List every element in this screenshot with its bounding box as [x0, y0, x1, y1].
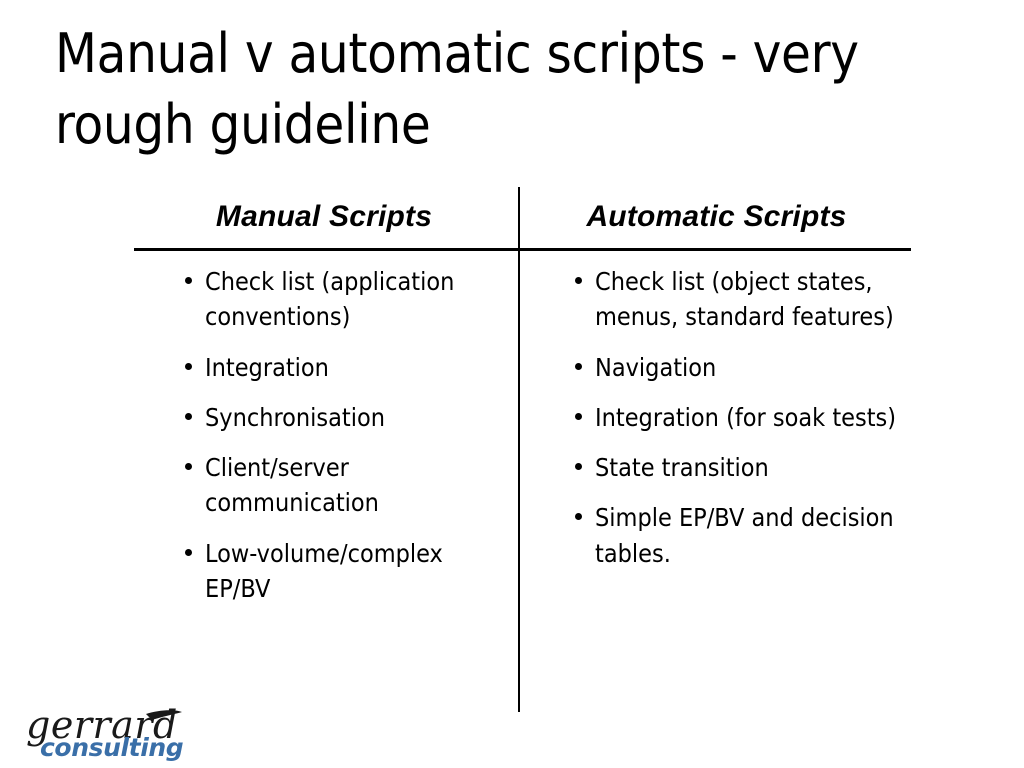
column-header-manual: Manual Scripts [215, 200, 433, 233]
list-item: Low-volume/complex EP/BV [183, 536, 503, 607]
list-item-label: Client/server communication [205, 453, 379, 518]
list-item-label: Simple EP/BV and decision tables. [595, 503, 894, 568]
bullet-dot-icon [575, 463, 582, 470]
bullet-dot-icon [575, 277, 582, 284]
list-item-label: Check list (object states, menus, standa… [595, 267, 894, 332]
bullet-dot-icon [185, 277, 192, 284]
bullet-dot-icon [575, 513, 582, 521]
list-item: Client/server communication [183, 450, 503, 521]
bullet-dot-icon [185, 463, 192, 470]
list-item-label: Check list (application conventions) [205, 267, 455, 332]
list-item-label: Integration [205, 352, 329, 382]
list-item: Navigation [573, 350, 903, 385]
list-item: Synchronisation [183, 400, 503, 435]
logo-secondary-text: consulting [40, 733, 184, 762]
bullet-list-manual: Check list (application conventions) Int… [183, 264, 503, 606]
header-divider-horizontal [134, 248, 911, 251]
list-item: State transition [573, 450, 903, 485]
page-title: Manual v automatic scripts - very rough … [55, 22, 859, 157]
list-item: Check list (application conventions) [183, 264, 503, 335]
list-item-label: Navigation [595, 352, 717, 382]
logo: gerrard consulting [8, 703, 184, 764]
logo-primary-text: gerrard [26, 703, 178, 747]
list-item-label: Low-volume/complex EP/BV [205, 538, 443, 603]
bullet-dot-icon [575, 412, 582, 420]
list-item-label: Integration (for soak tests) [595, 402, 897, 432]
bullet-dot-icon [185, 412, 192, 420]
list-item: Check list (object states, menus, standa… [573, 264, 903, 335]
list-item-label: Synchronisation [205, 402, 386, 432]
bullet-dot-icon [185, 362, 192, 370]
list-item-label: State transition [595, 453, 769, 482]
bullet-dot-icon [185, 548, 192, 556]
list-item: Simple EP/BV and decision tables. [573, 500, 903, 571]
bullet-list-automatic: Check list (object states, menus, standa… [573, 264, 903, 571]
list-item: Integration (for soak tests) [573, 400, 903, 435]
bullet-dot-icon [575, 362, 582, 370]
column-header-automatic: Automatic Scripts [586, 200, 847, 233]
list-item: Integration [183, 350, 503, 385]
column-divider-vertical [518, 187, 520, 712]
